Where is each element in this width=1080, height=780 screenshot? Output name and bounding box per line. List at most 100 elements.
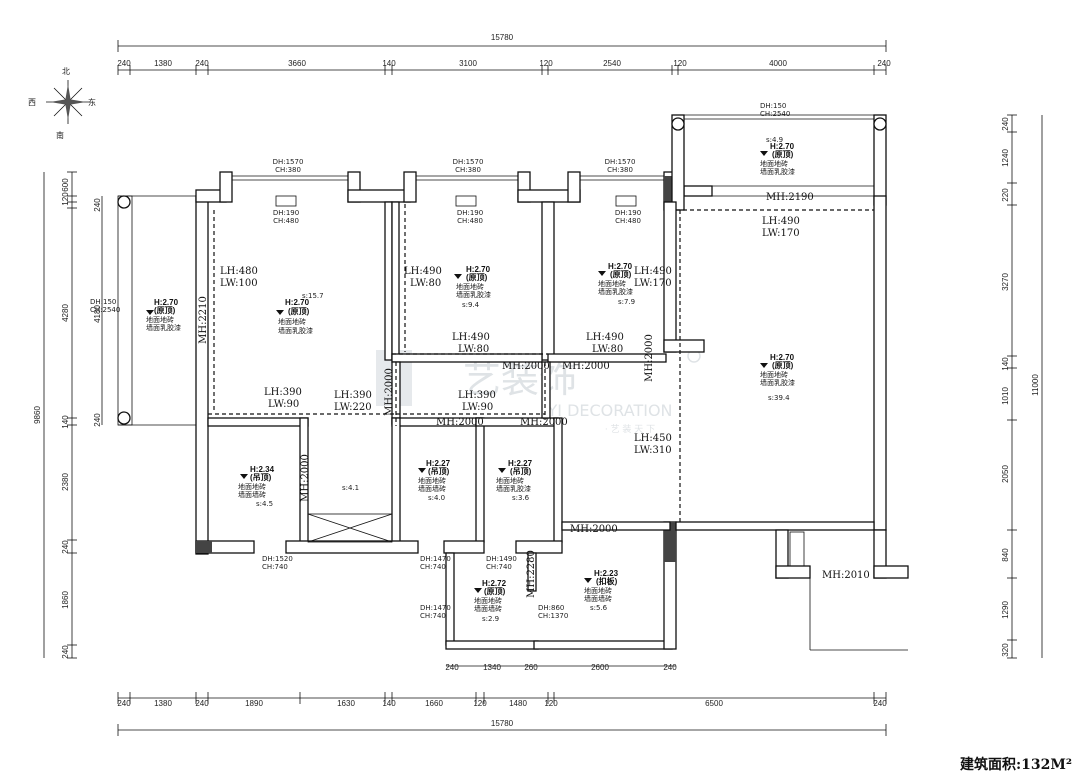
beam-lw-8: LW:220 bbox=[334, 402, 372, 413]
beam-lw-2: LW:80 bbox=[410, 278, 441, 289]
dim-left-3: 4280 bbox=[61, 304, 70, 322]
svg-text:s:5.6: s:5.6 bbox=[590, 604, 608, 612]
opening-ch-9: CH:740 bbox=[262, 563, 288, 571]
compass-west: 西 bbox=[28, 98, 36, 107]
svg-text:s:15.7: s:15.7 bbox=[302, 292, 324, 300]
beam-lh-7: LH:390 bbox=[264, 387, 302, 398]
dim-right-2: 220 bbox=[1001, 188, 1010, 202]
beam-labels: LH:480 LW:100 LH:490 LW:80 LH:490 LW:170… bbox=[220, 216, 800, 456]
compass-east: 东 bbox=[88, 97, 96, 107]
dim-bottom-inner-2: 260 bbox=[524, 663, 538, 672]
opening-ch-3: CH:380 bbox=[607, 166, 633, 174]
opening-dh-10: DH:1470 bbox=[420, 555, 451, 563]
mh-label-11: MH:2280 bbox=[526, 550, 537, 598]
room-label-3: H:2.70 (原顶) 地面地砖 墙面乳胶漆 s:7.9 bbox=[598, 262, 635, 306]
dim-left-inner: 4180 bbox=[93, 305, 102, 323]
mh-label-3: MH:2000 bbox=[502, 361, 550, 372]
svg-text:s:7.9: s:7.9 bbox=[618, 298, 635, 306]
dim-right-total: 11000 bbox=[1031, 374, 1040, 396]
svg-text:(原顶): (原顶) bbox=[288, 307, 310, 316]
svg-text:(原顶): (原顶) bbox=[772, 150, 794, 159]
svg-text:(吊顶): (吊顶) bbox=[510, 467, 532, 476]
mh-label-6: MH:2000 bbox=[436, 417, 484, 428]
opening-ch-4: CH:480 bbox=[273, 217, 299, 225]
dim-right-9: 320 bbox=[1001, 643, 1010, 657]
mh-label-12: MH:2010 bbox=[822, 570, 870, 581]
dim-left-5: 2380 bbox=[61, 473, 70, 491]
beam-lh-1: LH:480 bbox=[220, 266, 258, 277]
dim-left-8: 240 bbox=[61, 645, 70, 659]
svg-text:H:2.70: H:2.70 bbox=[608, 262, 633, 271]
svg-text:墙面乳胶漆: 墙面乳胶漆 bbox=[278, 326, 313, 335]
svg-text:H:2.70: H:2.70 bbox=[466, 265, 491, 274]
opening-ch-12: CH:740 bbox=[420, 612, 446, 620]
svg-text:(吊顶): (吊顶) bbox=[250, 473, 272, 482]
opening-dh-8: DH:150 bbox=[90, 298, 116, 306]
dim-top-5: 3100 bbox=[459, 59, 477, 68]
watermark-slogan: · 艺 装 天 下 bbox=[605, 423, 655, 435]
dim-bottom-inner-3: 2600 bbox=[591, 663, 609, 672]
opening-dh-1: DH:1570 bbox=[273, 158, 304, 166]
dim-top-1: 1380 bbox=[154, 59, 172, 68]
svg-text:墙面乳胶漆: 墙面乳胶漆 bbox=[598, 287, 633, 296]
dim-right-4: 140 bbox=[1001, 357, 1010, 371]
dim-right-8: 1290 bbox=[1001, 601, 1010, 619]
opening-dh-12: DH:1470 bbox=[420, 604, 451, 612]
beam-lh-5: LH:490 bbox=[452, 332, 490, 343]
beam-lw-6: LW:80 bbox=[592, 344, 623, 355]
svg-text:地面地砖: 地面地砖 bbox=[474, 596, 502, 605]
beam-lh-8: LH:390 bbox=[334, 390, 372, 401]
dim-top-7: 2540 bbox=[603, 59, 621, 68]
svg-text:地面地砖: 地面地砖 bbox=[760, 370, 788, 379]
watermark-sub: YI DECORATION bbox=[547, 401, 673, 420]
dim-bottom-5: 140 bbox=[382, 699, 396, 708]
opening-dh-13: DH:860 bbox=[538, 604, 564, 612]
mh-label-8: MH:2000 bbox=[300, 454, 311, 502]
opening-ch-6: CH:480 bbox=[615, 217, 641, 225]
svg-text:地面地砖: 地面地砖 bbox=[760, 159, 788, 168]
walls bbox=[117, 114, 909, 651]
opening-ch-10: CH:740 bbox=[420, 563, 446, 571]
dim-bottom-0: 240 bbox=[117, 699, 131, 708]
svg-text:s:2.9: s:2.9 bbox=[482, 615, 499, 623]
dim-left-6: 240 bbox=[61, 540, 70, 554]
dim-top-2: 240 bbox=[195, 59, 209, 68]
svg-text:墙面乳胶漆: 墙面乳胶漆 bbox=[760, 378, 795, 387]
svg-text:地面地砖: 地面地砖 bbox=[584, 586, 612, 595]
room-label-7: H:2.34 (吊顶) 地面地砖 墙面墙砖 s:4.5 bbox=[238, 465, 275, 508]
svg-text:s:4.0: s:4.0 bbox=[428, 494, 445, 502]
svg-text:(原顶): (原顶) bbox=[154, 306, 176, 315]
dim-bottom-7: 120 bbox=[473, 699, 487, 708]
dim-bottom-6: 1660 bbox=[425, 699, 443, 708]
dim-right-6: 2050 bbox=[1001, 465, 1010, 483]
svg-text:s:4.5: s:4.5 bbox=[256, 500, 273, 508]
dim-bottom-1: 1380 bbox=[154, 699, 172, 708]
dim-top-total: 15780 bbox=[491, 33, 514, 42]
svg-text:墙面乳胶漆: 墙面乳胶漆 bbox=[456, 290, 491, 299]
svg-text:墙面乳胶漆: 墙面乳胶漆 bbox=[760, 167, 795, 176]
opening-ch-1: CH:380 bbox=[275, 166, 301, 174]
dim-bottom-inner-1: 1340 bbox=[483, 663, 501, 672]
dim-left-total: 9860 bbox=[33, 406, 42, 424]
svg-text:墙面墙砖: 墙面墙砖 bbox=[418, 484, 446, 493]
dim-left-7: 1860 bbox=[61, 591, 70, 609]
dim-bottom-inner-0: 240 bbox=[445, 663, 459, 672]
dim-left-1: 120 bbox=[61, 192, 70, 206]
opening-ch-13: CH:1370 bbox=[538, 612, 568, 620]
svg-text:H:2.70: H:2.70 bbox=[154, 298, 179, 307]
svg-text:s:3.6: s:3.6 bbox=[512, 494, 530, 502]
dim-bottom-8: 1480 bbox=[509, 699, 527, 708]
svg-text:地面地砖: 地面地砖 bbox=[418, 476, 446, 485]
room-label-2: H:2.70 (原顶) 地面地砖 墙面乳胶漆 s:9.4 bbox=[454, 265, 491, 309]
beam-lw-1: LW:100 bbox=[220, 278, 258, 289]
room-label-10: H:2.27 (吊顶) 地面地砖 墙面乳胶漆 s:3.6 bbox=[496, 459, 533, 502]
opening-dh-9: DH:1520 bbox=[262, 555, 293, 563]
beam-lw-9: LW:90 bbox=[462, 402, 493, 413]
compass-north: 北 bbox=[62, 67, 70, 76]
dim-bottom-9: 120 bbox=[544, 699, 558, 708]
room-label-12: H:2.23 (扣板) 地面地砖 墙面墙砖 s:5.6 bbox=[584, 569, 619, 612]
bottom-dimensions: 240 1340 260 2600 240 240 1380 240 1890 … bbox=[117, 663, 887, 736]
room-label-8: s:4.1 bbox=[342, 484, 359, 492]
opening-dh-5: DH:190 bbox=[457, 209, 483, 217]
dim-right-0: 240 bbox=[1001, 117, 1010, 131]
